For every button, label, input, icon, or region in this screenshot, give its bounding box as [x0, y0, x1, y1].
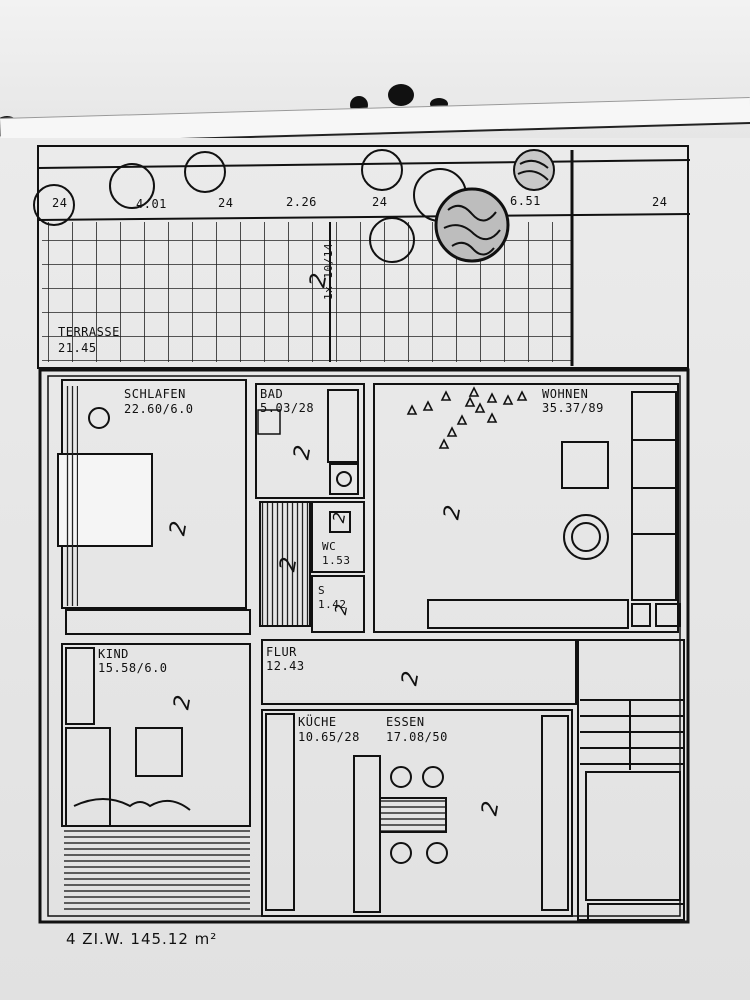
room-flur	[261, 639, 577, 705]
room-name-kind: KIND	[98, 647, 129, 661]
room-name-essen: ESSEN	[386, 715, 425, 729]
room-area-bad: 5.03/28	[260, 401, 315, 415]
room-wohnen	[373, 383, 681, 633]
room-schlafen	[57, 379, 251, 635]
room-area-kueche: 10.65/28	[298, 730, 360, 744]
terrace-zone	[33, 145, 691, 369]
room-wc	[311, 501, 365, 573]
room-kueche-essen	[261, 709, 573, 917]
room-name-s: S	[318, 584, 326, 597]
room-name-kueche: KÜCHE	[298, 715, 337, 729]
room-name-flur: FLUR	[266, 645, 297, 659]
room-area-wohnen: 35.37/89	[542, 401, 604, 415]
room-area-terrasse: 21.45	[58, 341, 97, 355]
room-name-wohnen: WOHNEN	[542, 387, 589, 401]
room-area-s: 1.42	[318, 598, 347, 611]
stairwell	[577, 639, 685, 921]
dimension-label: 24	[52, 196, 68, 210]
room-s	[311, 575, 365, 633]
binder-hole	[388, 84, 414, 106]
room-name-schlafen: SCHLAFEN	[124, 387, 186, 401]
dimension-label: 2.26	[286, 195, 317, 209]
terrace-note: 1x 10/14	[322, 243, 335, 300]
room-name-bad: BAD	[260, 387, 284, 401]
dimension-label: 6.51	[510, 194, 541, 208]
room-area-flur: 12.43	[266, 659, 305, 673]
room-kind	[61, 643, 251, 914]
room-area-wc: 1.53	[322, 554, 351, 567]
dimension-label: 4.01	[136, 197, 167, 211]
room-area-kind: 15.58/6.0	[98, 661, 168, 675]
room-area-schlafen: 22.60/6.0	[124, 402, 194, 416]
room-area-essen: 17.08/50	[386, 730, 448, 744]
dimension-label: 24	[652, 195, 668, 209]
dimension-label: 24	[218, 196, 234, 210]
stair-hatch	[259, 501, 311, 627]
room-name-wc: WC	[322, 540, 337, 553]
room-name-terrasse: TERRASSE	[58, 325, 120, 339]
dimension-label: 24	[372, 195, 388, 209]
apartment-summary-label: 4 ZI.W. 145.12 m²	[66, 930, 218, 948]
room-bad	[255, 383, 365, 499]
outer-wall	[38, 368, 690, 924]
